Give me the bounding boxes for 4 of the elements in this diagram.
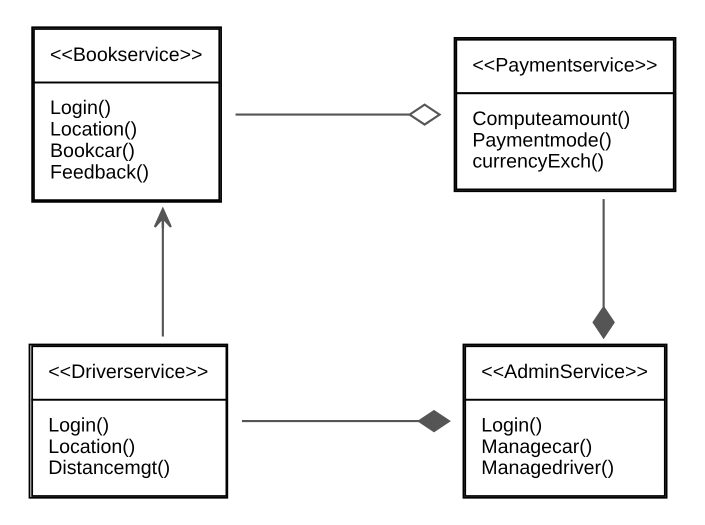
connector <box>236 103 442 126</box>
connector <box>592 199 615 340</box>
arrow <box>154 208 172 337</box>
connector <box>242 410 451 432</box>
